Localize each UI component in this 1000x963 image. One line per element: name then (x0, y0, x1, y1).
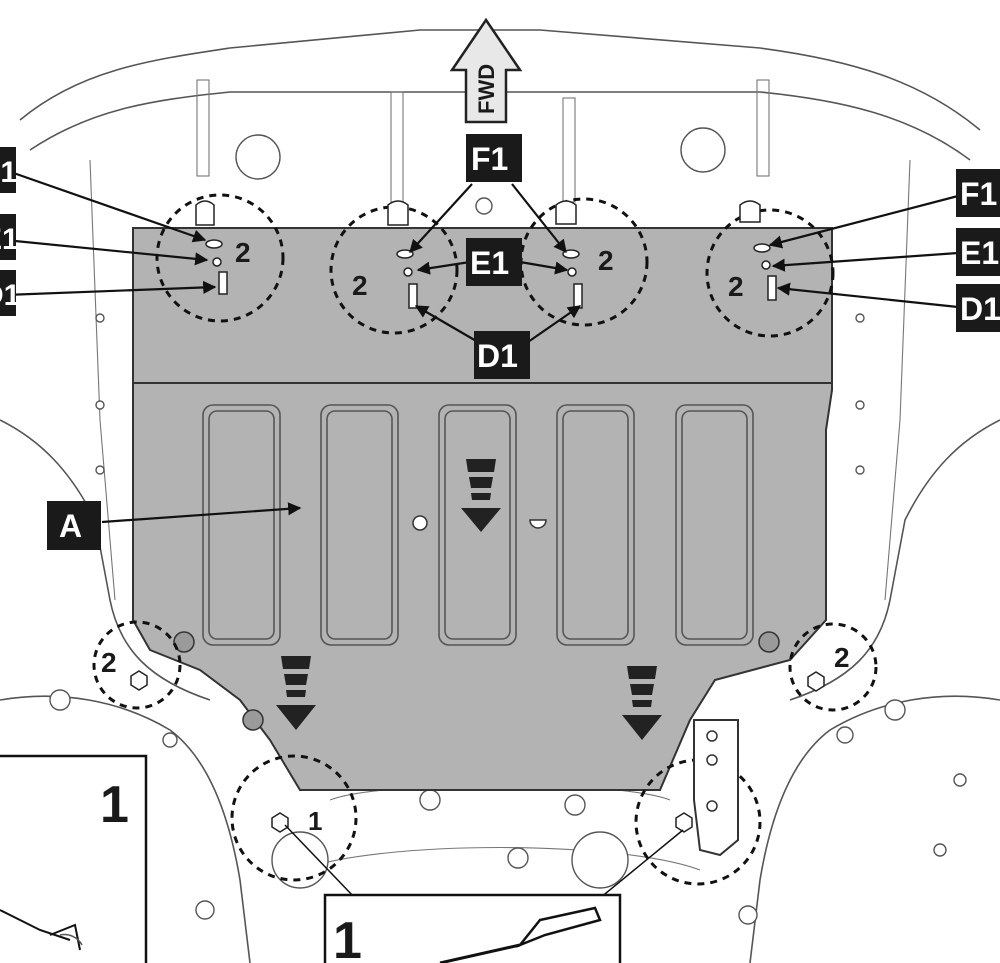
tag-f1-left-text: F1 (0, 156, 17, 189)
tag-f1-right-text: F1 (960, 176, 997, 212)
step-2-top-2: 2 (352, 270, 368, 301)
detail-circle-side-left (92, 620, 182, 710)
tag-d1-bottom (474, 331, 530, 379)
step-2-top-4: 2 (728, 271, 744, 302)
inset-detail-left: 1 (0, 754, 148, 963)
detail-circle-side-right (788, 622, 878, 712)
install-direction-arrow-left (276, 656, 316, 730)
tag-f1-right (956, 169, 1000, 217)
fastener-stacks (130, 200, 825, 833)
install-direction-arrow-right (622, 666, 662, 740)
tag-d1-left-text: D1 (0, 279, 20, 312)
tag-d1-left (0, 270, 16, 316)
leader-lines (4, 168, 959, 899)
step-2-top-3: 2 (598, 245, 614, 276)
tag-f1-left (0, 147, 16, 193)
right-mounting-bracket (693, 719, 739, 857)
tag-d1-bottom-text: D1 (477, 338, 518, 374)
step-2-top-1: 2 (235, 237, 251, 268)
inset-detail-bottom: 1 (323, 893, 622, 963)
detail-circle-top-1 (155, 193, 285, 323)
step-1-bottom-left: 1 (308, 806, 322, 836)
tag-e1-center-text: E1 (470, 245, 509, 281)
install-direction-arrow-center (461, 459, 501, 532)
detail-circle-bottom-left (230, 754, 358, 882)
tag-d1-right (956, 284, 1000, 332)
tag-e1-right (956, 228, 1000, 276)
forward-label: FWD (474, 64, 499, 114)
tag-part-a (47, 501, 101, 550)
detail-circle-top-2 (329, 205, 459, 335)
step-2-side-left: 2 (101, 647, 117, 678)
detail-circle-top-4 (705, 208, 835, 338)
inset-left-number: 1 (100, 776, 129, 834)
fastener-tags: F1 E1 D1 F1 E1 D1 F1 E1 D1 A (0, 134, 1000, 550)
forward-direction-arrow: FWD (449, 17, 523, 124)
tag-f1-top-text: F1 (471, 141, 508, 177)
tag-e1-center (466, 238, 522, 286)
tag-f1-top (466, 134, 522, 182)
tag-part-a-text: A (59, 508, 82, 544)
tag-e1-left (0, 214, 16, 260)
step-numbers: 2 2 2 2 2 2 1 1 (101, 237, 850, 849)
tag-e1-left-text: E1 (0, 223, 19, 256)
step-2-side-right: 2 (834, 642, 850, 673)
tag-d1-right-text: D1 (960, 291, 1000, 327)
tag-e1-right-text: E1 (960, 235, 999, 271)
inset-bottom-number: 1 (333, 912, 362, 963)
